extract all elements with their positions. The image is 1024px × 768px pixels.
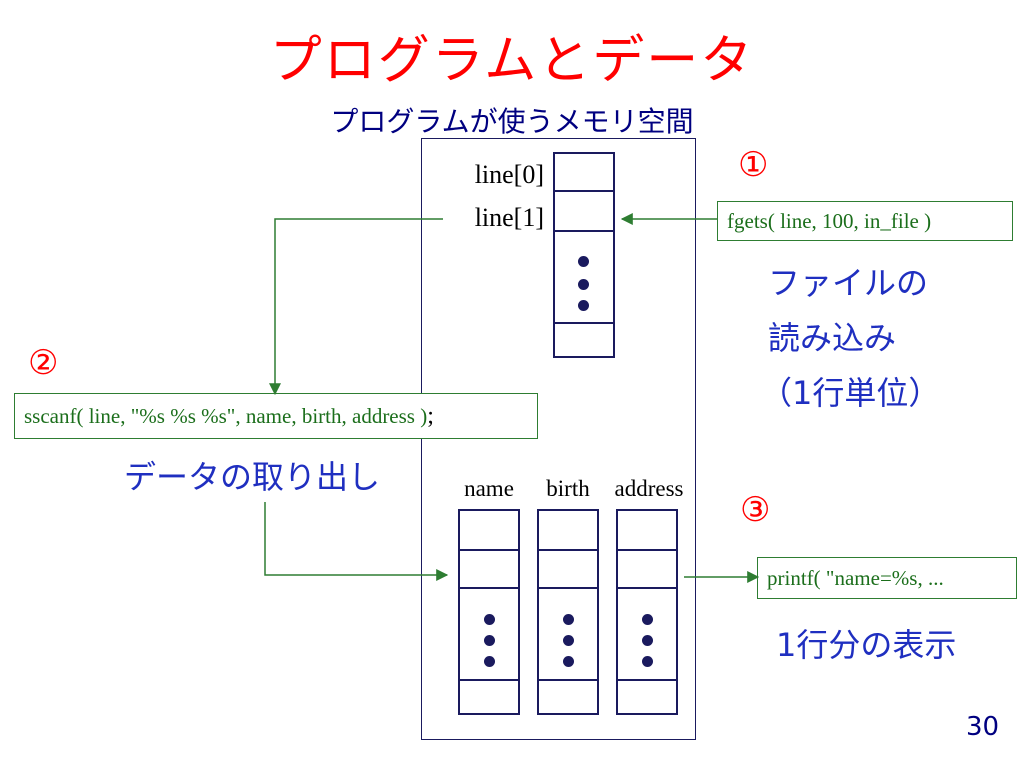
step1-number: ① [738,145,769,185]
slide-title: プログラムとデータ [269,31,755,91]
sscanf-code: sscanf( line, "%s %s %s", name, birth, a… [24,404,428,428]
step3-number: ③ [740,490,771,530]
ellipsis-dot [563,614,574,625]
header-name: name [464,476,514,501]
printf-code-box: printf( "name=%s, ... [757,557,1017,599]
record-cell [458,679,520,715]
record-cell [616,679,678,715]
memory-space-box [421,138,696,740]
step2-number: ② [28,343,59,383]
ellipsis-dot [642,614,653,625]
record-cell [537,679,599,715]
step2-caption: データの取り出し [124,458,381,496]
ellipsis-dot [563,635,574,646]
ellipsis-dot [578,256,589,267]
label-line-1: line[1] [474,203,544,232]
ellipsis-dot [578,279,589,290]
line-cell-99 [553,322,615,358]
page-number: 30 [966,712,1000,742]
sscanf-code-box: sscanf( line, "%s %s %s", name, birth, a… [14,393,538,439]
step1-caption-line1: ファイルの [768,264,929,302]
sscanf-to-record-arrow [264,502,449,581]
ellipsis-dot [484,656,495,667]
memory-space-subtitle: プログラムが使うメモリ空間 [330,105,694,138]
ellipsis-dot [642,635,653,646]
ellipsis-dot [642,656,653,667]
step1-caption-line3: （1行単位） [760,374,941,412]
header-birth: birth [546,476,590,501]
ellipsis-dot [563,656,574,667]
step3-caption: 1行分の表示 [776,626,957,664]
header-address: address [614,476,684,501]
line-to-sscanf-arrow [269,218,443,396]
sscanf-semicolon: ; [427,403,434,429]
fgets-code-box: fgets( line, 100, in_file ) [717,201,1013,241]
label-line-0: line[0] [474,160,544,189]
ellipsis-dot [484,635,495,646]
ellipsis-dot [578,300,589,311]
step1-caption-line2: 読み込み [768,319,897,357]
ellipsis-dot [484,614,495,625]
